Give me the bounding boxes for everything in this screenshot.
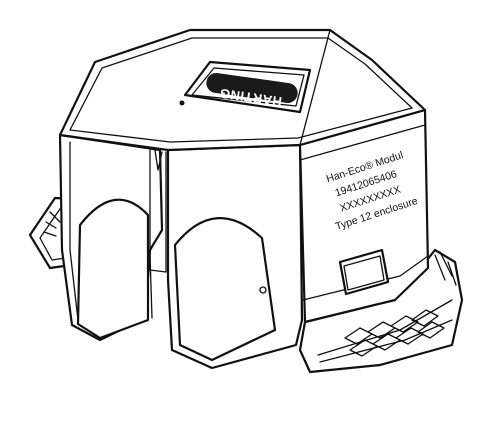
right-arch: [173, 217, 277, 362]
lid: HARTING: [58, 28, 427, 152]
center-slot: [149, 149, 167, 273]
logo-badge: [206, 72, 298, 104]
screw-hole: [259, 286, 267, 294]
housing-body: [58, 108, 430, 370]
led-dot: [179, 100, 185, 106]
side-latch: [259, 248, 390, 296]
left-arch: [76, 198, 150, 340]
base-ribs: [344, 309, 445, 357]
